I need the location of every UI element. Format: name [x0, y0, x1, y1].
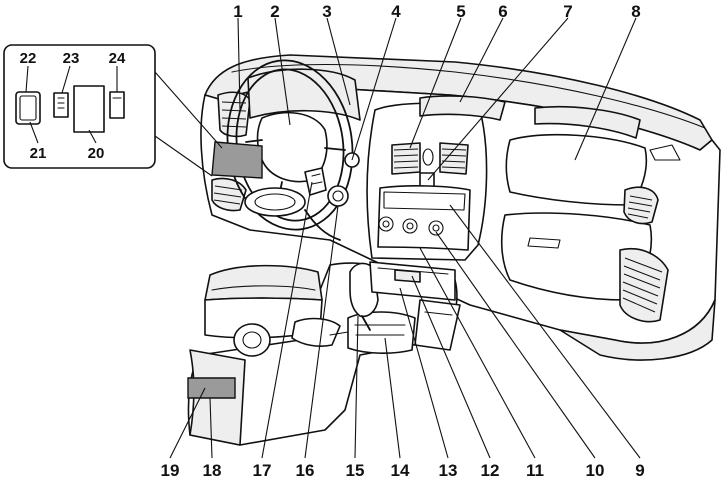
callout-22: 22	[20, 50, 37, 67]
callout-23: 23	[63, 50, 80, 67]
bottom-leader-lines	[169, 181, 641, 459]
callout-11: 11	[526, 461, 544, 480]
callout-6: 6	[498, 2, 507, 21]
callouts-top: 1 2 3 4 5 6 7 8	[233, 2, 640, 21]
top-leader-lines	[237, 17, 637, 181]
callout-15: 15	[346, 461, 365, 480]
steering-area	[211, 59, 361, 241]
callout-24: 24	[109, 50, 126, 67]
callout-12: 12	[481, 461, 500, 480]
callouts-bottom: 19 18 17 16 15 14 13 12 11 10 9	[161, 461, 645, 480]
callout-3: 3	[322, 2, 331, 21]
center-console	[187, 261, 461, 446]
callout-1: 1	[233, 2, 242, 21]
callout-21: 21	[30, 145, 47, 162]
callout-8: 8	[631, 2, 640, 21]
callout-14: 14	[391, 461, 410, 480]
callout-19: 19	[161, 461, 180, 480]
callouts-inset: 22 23 24 21 20	[20, 50, 126, 162]
callout-13: 13	[439, 461, 458, 480]
callout-17: 17	[253, 461, 272, 480]
callout-4: 4	[391, 2, 401, 21]
callout-9: 9	[635, 461, 644, 480]
callout-20: 20	[88, 145, 105, 162]
callout-18: 18	[203, 461, 222, 480]
callout-5: 5	[456, 2, 465, 21]
center-stack	[366, 95, 506, 261]
callout-7: 7	[563, 2, 572, 21]
callout-10: 10	[586, 461, 605, 480]
callout-16: 16	[296, 461, 315, 480]
callout-2: 2	[270, 2, 279, 21]
